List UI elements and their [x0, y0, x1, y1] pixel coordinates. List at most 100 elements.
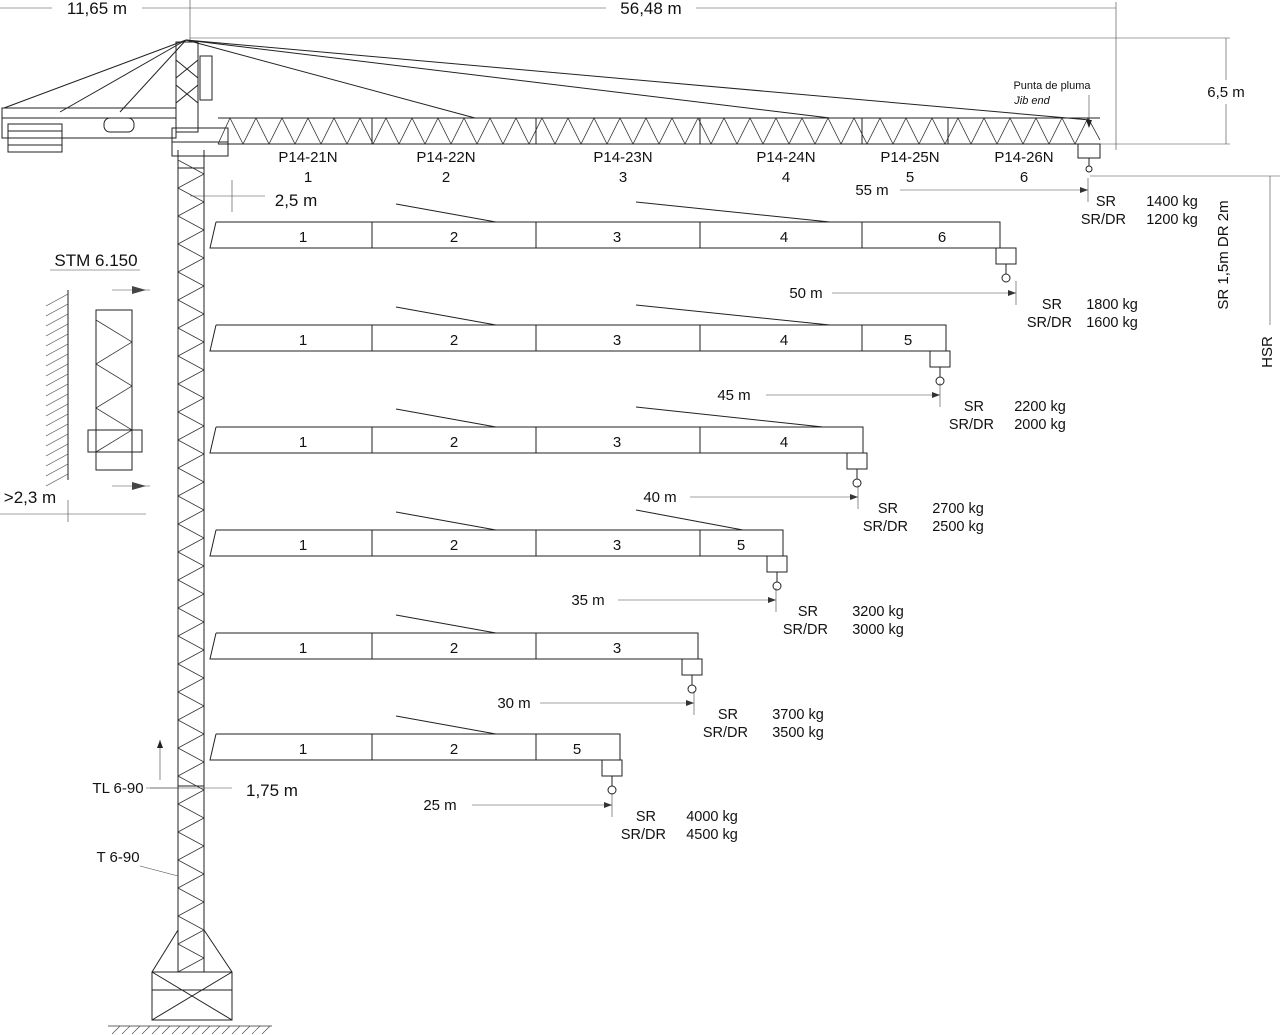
jib-segment-number: 2: [450, 434, 458, 451]
wall-hatch-line: [45, 413, 69, 427]
jib-end-es: Punta de pluma: [1013, 80, 1091, 92]
trolley: [929, 350, 951, 368]
dr-load-value: 1600 kg: [1086, 315, 1138, 331]
jib-section-number: 6: [1020, 169, 1028, 186]
jib-length: 56,48 m: [620, 0, 681, 18]
jib-segment-number: 1: [299, 332, 307, 349]
radius-arrow: [850, 494, 858, 500]
radius-arrow: [932, 392, 940, 398]
jib-segment-number: 3: [613, 332, 621, 349]
pendant-line: [635, 304, 831, 326]
stm-distance: >2,3 m: [4, 488, 56, 507]
pendant-line: [395, 715, 497, 735]
wall-hatch-line: [45, 313, 69, 327]
ground-hatch-line: [261, 1025, 271, 1035]
jib-outline: [209, 733, 621, 761]
wall-hatch-line: [45, 403, 69, 417]
counter-jib-length: 11,65 m: [67, 0, 127, 18]
jib-section-labels: P14-21N 1 P14-22N 2 P14-23N 3 P14-24N 4 …: [278, 149, 1053, 186]
ground-hatching: [111, 1025, 271, 1035]
sr-label: SR: [1096, 194, 1116, 210]
jib-segment-number: 3: [613, 640, 621, 657]
hook: [772, 581, 782, 591]
trolley: [766, 555, 788, 573]
ground-hatch-line: [151, 1025, 161, 1035]
radius-arrow: [604, 802, 612, 808]
wall-hatch-line: [45, 433, 69, 447]
sr-load-value: 2200 kg: [1014, 399, 1066, 415]
sr-load-value: 1800 kg: [1086, 297, 1138, 313]
top-height: 6,5 m: [1207, 84, 1245, 101]
jib-outline: [209, 324, 947, 352]
jib-segment-number: 1: [299, 537, 307, 554]
dr-load-value: 4500 kg: [686, 827, 738, 843]
jib-segment-number: 4: [780, 434, 788, 451]
jib-section-number: 5: [906, 169, 914, 186]
jib-section-number: 1: [304, 169, 312, 186]
sr-dr-label: SR/DR: [949, 417, 994, 433]
radius-label: 35 m: [571, 592, 604, 609]
wall-hatch-line: [45, 303, 69, 317]
jib-section-name: P14-21N: [278, 149, 337, 166]
jib-segment-number: 1: [299, 741, 307, 758]
jib-section-name: P14-22N: [416, 149, 475, 166]
hook: [1001, 273, 1011, 283]
ground-hatch-line: [171, 1025, 181, 1035]
ground-hatch-line: [211, 1025, 221, 1035]
wall-hatch-line: [45, 323, 69, 337]
ground-hatch-line: [131, 1025, 141, 1035]
radius-label: 55 m: [855, 182, 888, 199]
wall-hatch-line: [45, 353, 69, 367]
jib-section-name: P14-25N: [880, 149, 939, 166]
pendant-line: [635, 509, 744, 531]
jib-section-number: 2: [442, 169, 450, 186]
ground-hatch-line: [221, 1025, 231, 1035]
sr-label: SR: [878, 501, 898, 517]
offset-dims: 2,5 m 1,75 m: [150, 180, 317, 800]
t-mast-label: T 6-90: [96, 849, 139, 866]
jib-segment-number: 3: [613, 229, 621, 246]
jib-segment-number: 1: [299, 229, 307, 246]
radius-label: 40 m: [643, 489, 676, 506]
wall-hatch-line: [45, 293, 69, 307]
sr-load-value: 4000 kg: [686, 809, 738, 825]
jib-segment-number: 4: [780, 332, 788, 349]
pendant-line: [635, 406, 824, 428]
radius-arrow: [768, 597, 776, 603]
stm-label: STM 6.150: [54, 251, 137, 270]
radius-label: 30 m: [497, 695, 530, 712]
jib-segment-number: 3: [613, 434, 621, 451]
pendant-line: [395, 306, 497, 326]
jib-segment-number: 6: [938, 229, 946, 246]
sr-load-value: 3700 kg: [772, 707, 824, 723]
jib-outline: [209, 221, 1001, 249]
hsr-label: HSR: [1259, 336, 1276, 368]
wall-hatch-line: [45, 453, 69, 467]
wall-hatch-line: [45, 423, 69, 437]
sr-dr-label: SR/DR: [863, 519, 908, 535]
sr-dr-label: SR/DR: [1027, 315, 1072, 331]
pendant-line: [395, 203, 497, 223]
jib-segment-number: 4: [780, 229, 788, 246]
jib-segment-number: 5: [573, 741, 581, 758]
jib-section-number: 3: [619, 169, 627, 186]
jib-segment-number: 2: [450, 640, 458, 657]
offset-bottom: 1,75 m: [246, 781, 298, 800]
crane-top: [1, 39, 1101, 173]
wall-hatch-line: [45, 443, 69, 457]
jib-section-name: P14-23N: [593, 149, 652, 166]
ground-hatch-line: [181, 1025, 191, 1035]
ground-hatch-line: [241, 1025, 251, 1035]
sr-label: SR: [1042, 297, 1062, 313]
pendant-line: [635, 201, 831, 223]
wall-hatch-line: [45, 473, 69, 487]
wall-hatch-line: [45, 383, 69, 397]
sr-load-value: 3200 kg: [852, 604, 904, 620]
trolley: [681, 658, 703, 676]
jib-section-name: P14-24N: [756, 149, 815, 166]
tl-mast-label: TL 6-90: [92, 780, 143, 797]
radius-arrow: [1080, 187, 1088, 193]
